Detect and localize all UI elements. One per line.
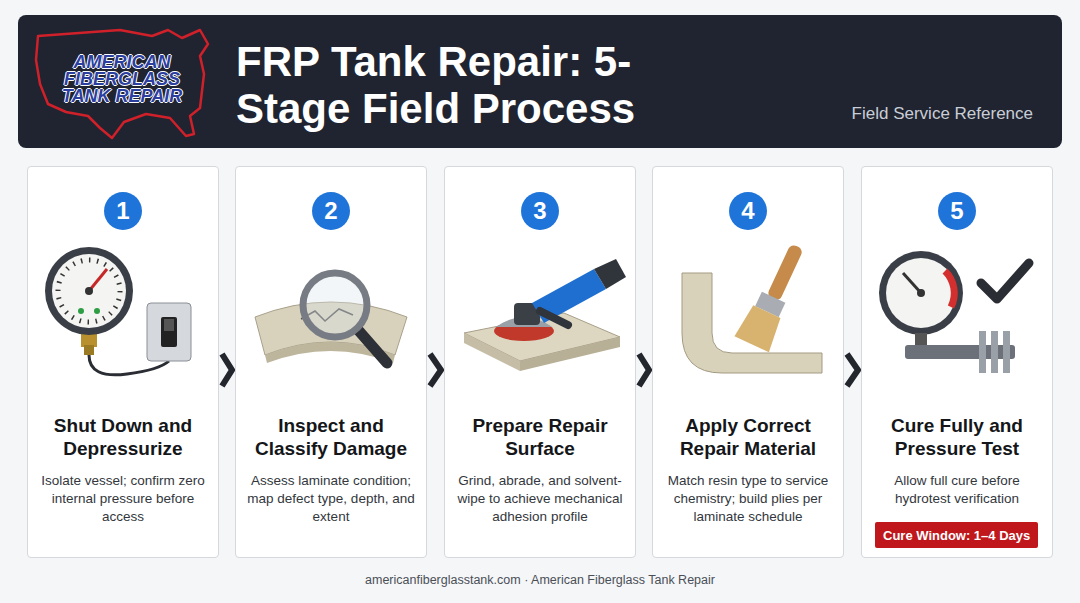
step-description: Isolate vessel; confirm zero internal pr… — [35, 472, 211, 527]
step-number-circle: 3 — [521, 192, 559, 230]
step-number: 2 — [324, 199, 337, 223]
flow-chevron — [430, 354, 441, 386]
step-card: Shut Down and DepressurizeIsolate vessel… — [27, 166, 219, 558]
step-card: Apply Correct Repair MaterialMatch resin… — [652, 166, 844, 558]
step-number-circle: 2 — [312, 192, 350, 230]
card-text-group: Inspect and Classify DamageAssess lamina… — [243, 415, 419, 526]
step-illustration — [235, 233, 427, 393]
step-description: Match resin type to service chemistry; b… — [660, 472, 836, 527]
step-card: Inspect and Classify DamageAssess lamina… — [235, 166, 427, 558]
step-title: Prepare Repair Surface — [452, 415, 628, 461]
step-illustration — [652, 233, 844, 393]
card-text-group: Cure Fully and Pressure TestAllow full c… — [869, 415, 1045, 508]
footer-credit: americanfiberglasstank.com · American Fi… — [0, 573, 1080, 587]
step-description: Grind, abrade, and solvent-wipe to achie… — [452, 472, 628, 527]
flow-chevron — [847, 354, 858, 386]
flow-chevron — [222, 354, 232, 386]
card-text-group: Prepare Repair SurfaceGrind, abrade, and… — [452, 415, 628, 526]
step-title: Shut Down and Depressurize — [35, 415, 211, 461]
step-number: 4 — [741, 199, 754, 223]
diagram-title: FRP Tank Repair: 5-Stage Field Process — [236, 38, 706, 132]
step-illustration — [444, 233, 636, 393]
step-illustration — [27, 233, 219, 393]
step-number-circle: 1 — [104, 192, 142, 230]
step-title: Cure Fully and Pressure Test — [869, 415, 1045, 461]
cure-window-badge: Cure Window: 1–4 Days — [875, 522, 1038, 548]
step-title: Apply Correct Repair Material — [660, 415, 836, 461]
header-note: Field Service Reference — [852, 104, 1033, 124]
step-description: Assess laminate condition; map defect ty… — [243, 472, 419, 527]
badge-text: Cure Window: 1–4 Days — [883, 528, 1030, 543]
step-illustration — [861, 233, 1053, 393]
step-number: 3 — [533, 199, 546, 223]
card-text-group: Apply Correct Repair MaterialMatch resin… — [660, 415, 836, 526]
step-description: Allow full cure before hydrotest verific… — [869, 472, 1045, 508]
step-number-circle: 5 — [938, 192, 976, 230]
step-title: Inspect and Classify Damage — [243, 415, 419, 461]
flow-chevron — [639, 354, 649, 386]
step-number-circle: 4 — [729, 192, 767, 230]
logo-wordmark: AMERICAN FIBERGLASS TANK REPAIR — [52, 54, 192, 105]
card-text-group: Shut Down and DepressurizeIsolate vessel… — [35, 415, 211, 526]
step-number: 1 — [116, 199, 129, 223]
step-card: Cure Fully and Pressure TestAllow full c… — [861, 166, 1053, 558]
step-number: 5 — [950, 199, 963, 223]
step-card: Prepare Repair SurfaceGrind, abrade, and… — [444, 166, 636, 558]
